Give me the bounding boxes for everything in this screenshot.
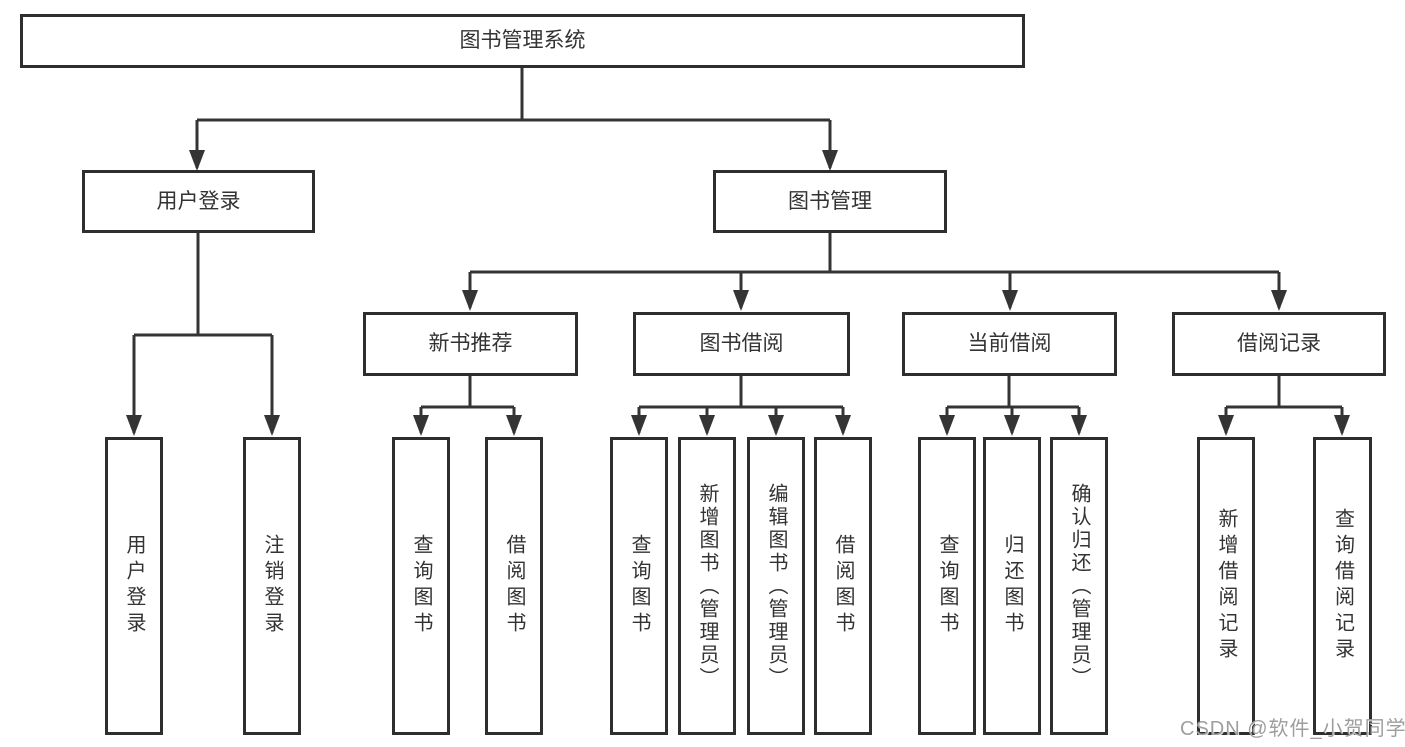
node-leaf-borrow-books-borrowing: 借阅图书 (814, 437, 872, 735)
node-leaf-user-login: 用户登录 (105, 437, 163, 735)
arrowheads (126, 150, 1350, 436)
node-library-system: 图书管理系统 (20, 14, 1025, 68)
node-leaf-borrow-books-recommend: 借阅图书 (485, 437, 543, 735)
node-new-book-recommend: 新书推荐 (363, 312, 578, 376)
node-leaf-add-borrow-record: 新增借阅记录 (1197, 437, 1255, 735)
node-book-management: 图书管理 (713, 170, 947, 233)
node-leaf-return-books: 归还图书 (983, 437, 1041, 735)
node-book-borrowing: 图书借阅 (633, 312, 850, 376)
node-leaf-query-books-current: 查询图书 (918, 437, 976, 735)
node-user-login: 用户登录 (82, 170, 315, 233)
node-leaf-edit-books-admin: 编辑图书（管理员） (747, 437, 805, 735)
node-current-borrowing: 当前借阅 (902, 312, 1117, 376)
node-leaf-query-borrow-record: 查询借阅记录 (1313, 437, 1372, 735)
node-leaf-logout: 注销登录 (243, 437, 301, 735)
node-leaf-query-books-borrowing: 查询图书 (610, 437, 668, 735)
csdn-watermark: CSDN @软件_小贺同学 (1180, 718, 1405, 740)
connector-paths (132, 68, 1344, 433)
node-leaf-add-books-admin: 新增图书（管理员） (678, 437, 736, 735)
node-leaf-confirm-return-admin: 确认归还（管理员） (1050, 437, 1108, 735)
node-borrowing-records: 借阅记录 (1172, 312, 1386, 376)
node-leaf-query-books-recommend: 查询图书 (392, 437, 450, 735)
